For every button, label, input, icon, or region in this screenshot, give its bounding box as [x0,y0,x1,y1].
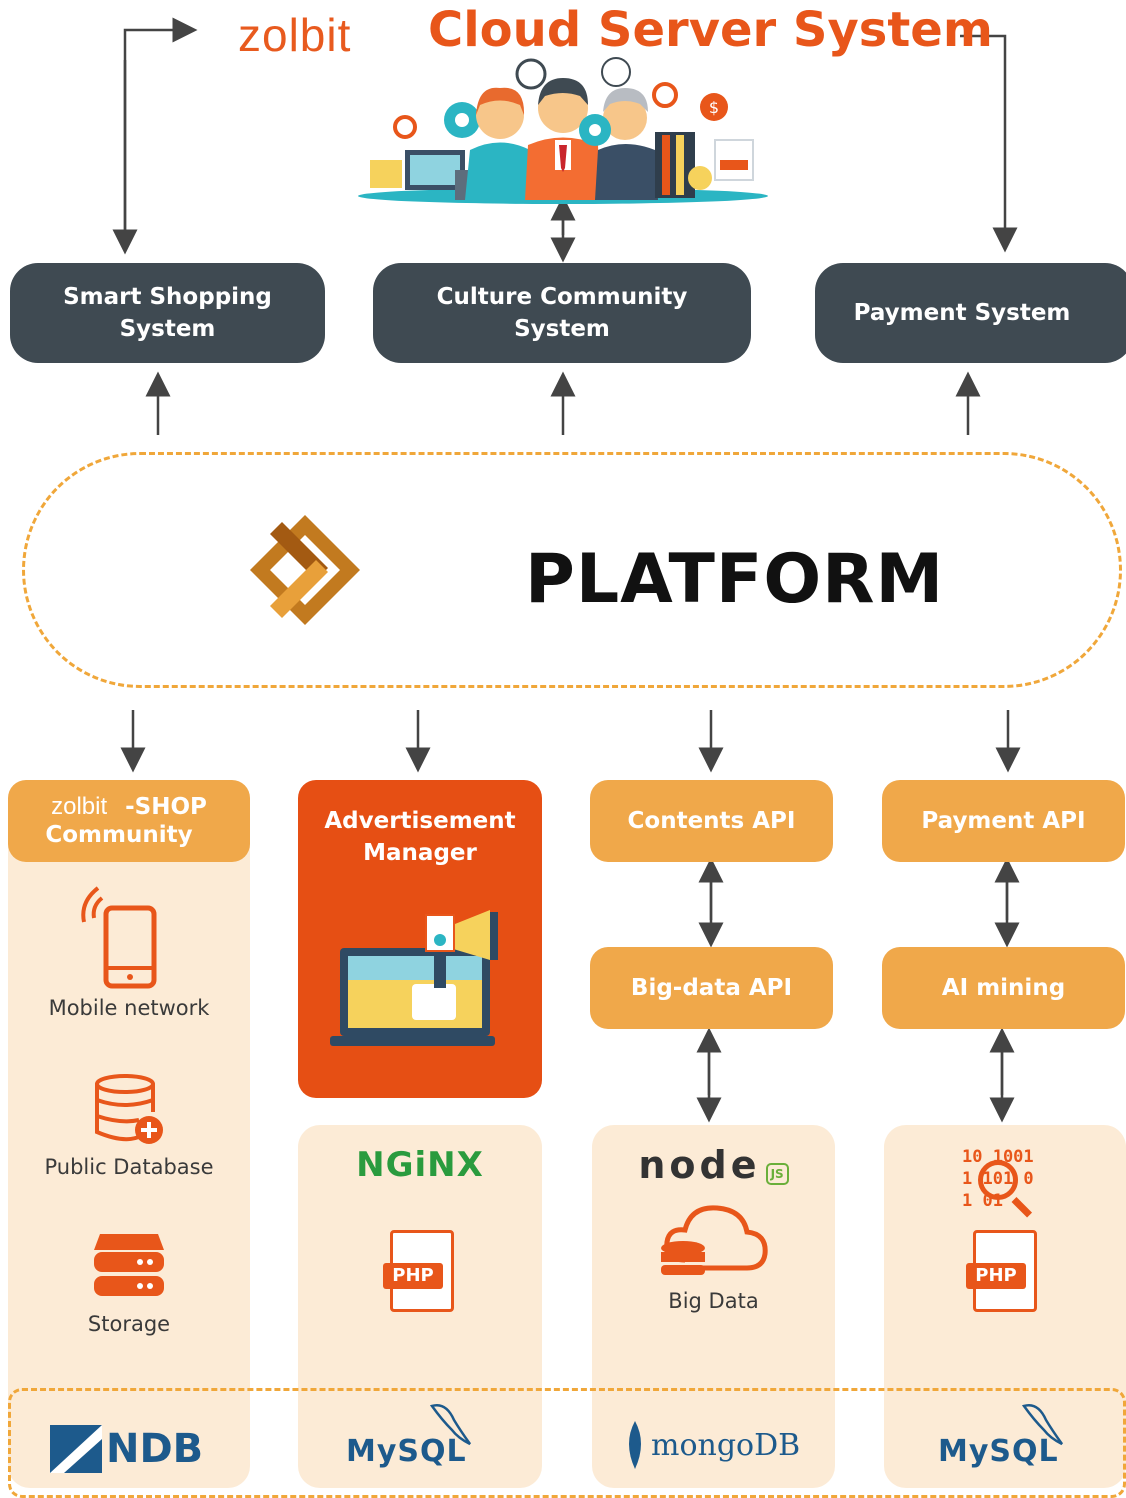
platform-title: PLATFORM [525,540,945,619]
binary-line: 10 1001 [962,1147,1034,1167]
shop-community-label: Community [45,822,193,848]
php-label: PHP [383,1263,443,1289]
php-label: PHP [966,1263,1026,1289]
system-label: System [514,316,610,342]
storage-label: Storage [87,1312,171,1336]
ad-title-line: Manager [363,840,477,866]
payment-api-box: Payment API [882,780,1125,862]
payment-system-box: Payment System [815,263,1126,363]
system-label: System [119,316,216,342]
contents-api-label: Contents API [627,808,796,834]
ndb-logo: NDB [50,1424,203,1474]
bigdata-api-label: Big-data API [630,975,793,1001]
shop-suffix: -SHOP [125,794,207,820]
shop-community-header: zolbit -SHOP Community [8,780,250,862]
advertisement-manager-title: Advertisement Manager [298,805,542,869]
ndb-mark-icon [50,1425,102,1473]
team-illustration: $ [358,57,768,204]
mongodb-label: mongoDB [651,1427,801,1463]
header-brand: zolbit [238,9,352,61]
mysql-logo: MySQL [340,1400,500,1480]
header-title: Cloud Server System [428,2,993,58]
smart-shopping-system-box: Smart Shopping System [10,263,325,363]
megaphone-laptop-icon [330,910,498,1046]
mongodb-logo: mongoDB [625,1420,800,1470]
dolphin-icon [1021,1404,1064,1446]
magnifier-icon [978,1160,1018,1200]
node-label: node [638,1143,761,1187]
platform-logo-icon [250,515,360,625]
bigdata-api-box: Big-data API [590,947,833,1029]
svg-text:$: $ [709,98,719,117]
shop-brand: zolbit [51,793,108,820]
ai-mining-box: AI mining [882,947,1125,1029]
binary-search-icon: 10 1001 1 101 0 1 01 [962,1146,1052,1226]
top-connector-arrows [112,17,1021,1393]
platform-container [22,452,1122,688]
mysql-label: MySQL [346,1434,467,1469]
storage-icon [94,1234,164,1296]
system-label: Culture Community [436,284,688,310]
nginx-logo: NGiNX [356,1145,484,1185]
mysql-logo: MySQL [932,1400,1092,1480]
mobile-network-icon [81,886,157,989]
leaf-icon [629,1421,641,1469]
php-file-icon: PHP [966,1230,1037,1312]
shop-community-column [8,780,250,1488]
mysql-label: MySQL [938,1434,1059,1469]
ad-title-line: Advertisement [324,808,516,834]
ndb-label: NDB [106,1426,204,1472]
contents-api-box: Contents API [590,780,833,862]
culture-community-system-box: Culture Community System [373,263,751,363]
system-label: Payment System [853,300,1071,326]
public-database-icon [95,1074,163,1144]
system-label: Smart Shopping [63,284,272,310]
big-data-icon [661,1205,768,1275]
js-badge: JS [765,1162,789,1185]
big-data-label: Big Data [668,1289,759,1313]
dolphin-icon [429,1404,472,1446]
nodejs-logo: node JS [592,1143,835,1187]
php-file-icon: PHP [383,1230,454,1312]
mobile-network-label: Mobile network [48,996,210,1020]
ai-mining-label: AI mining [941,975,1066,1001]
payment-api-label: Payment API [921,808,1086,834]
public-database-label: Public Database [44,1155,214,1179]
